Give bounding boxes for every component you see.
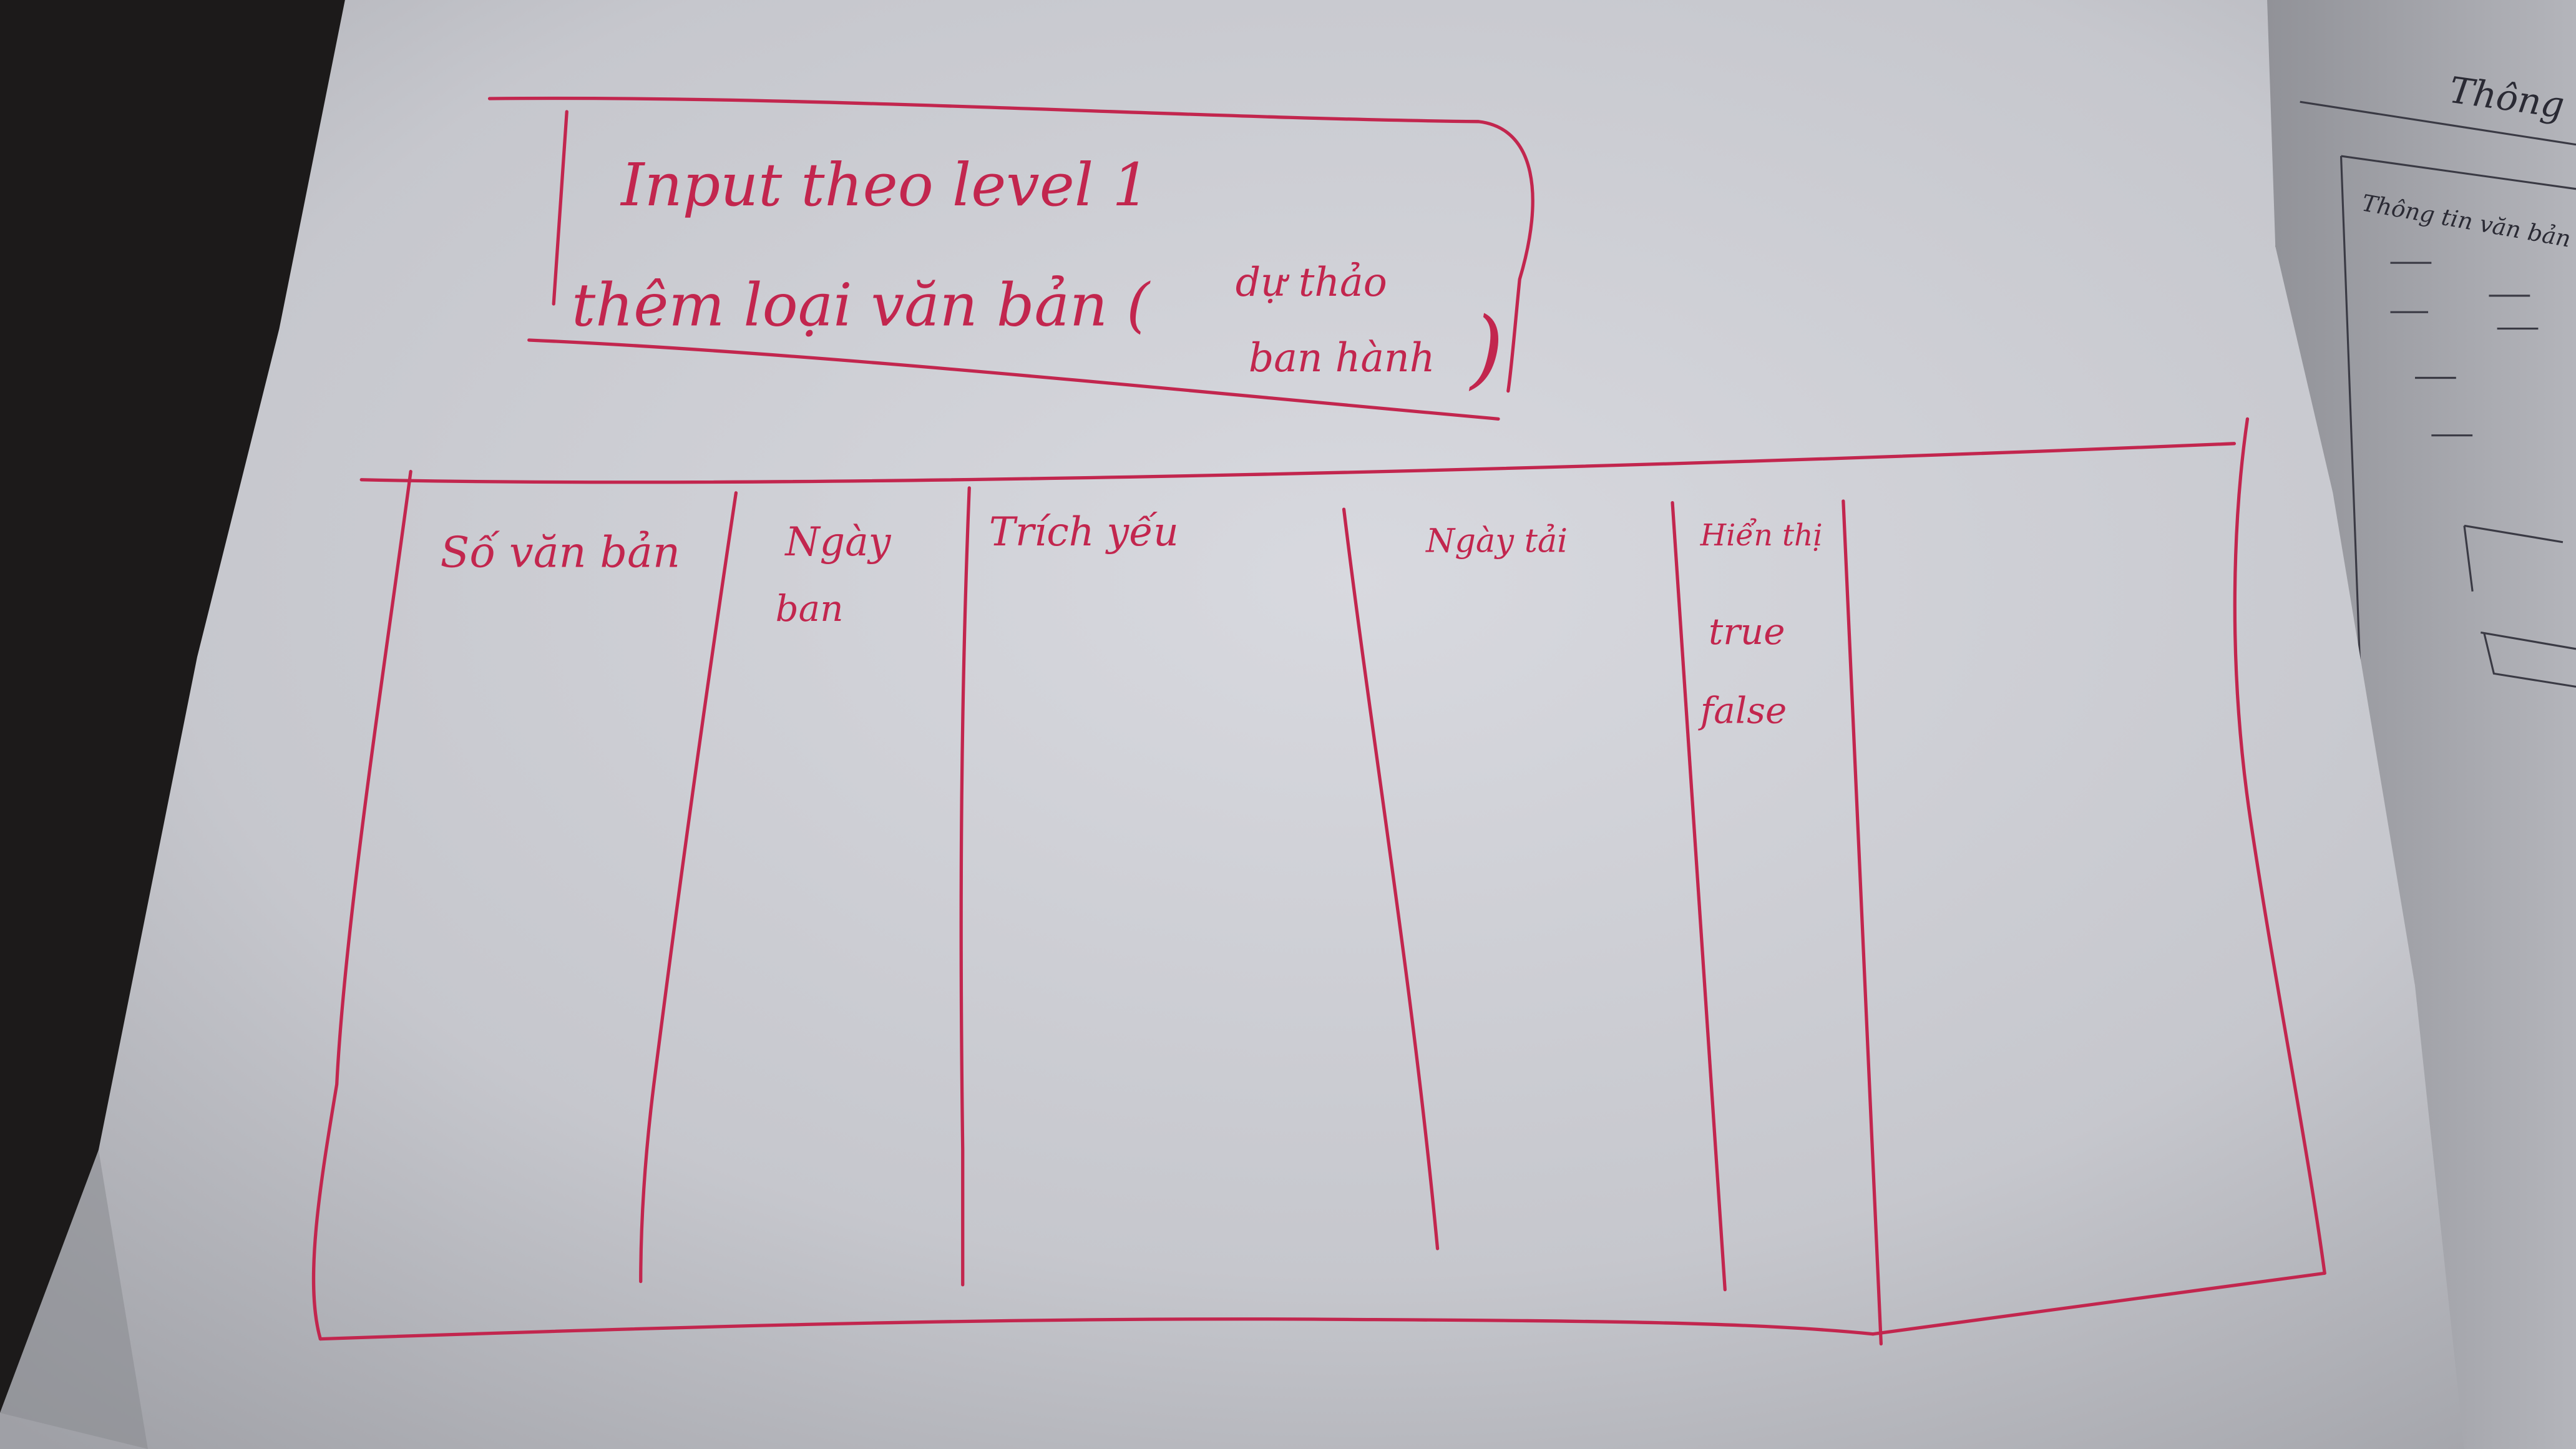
column-header-ngay-line2: ban — [776, 587, 844, 630]
note-line-3: dự thảo — [1236, 259, 1387, 305]
hien-thi-value-true: true — [1709, 610, 1785, 653]
note-box — [487, 96, 1534, 421]
column-header-trich-yeu: Trích yếu — [989, 509, 1179, 555]
main-paper-sheet — [0, 0, 2464, 1449]
hien-thi-value-false: false — [1698, 689, 1787, 731]
table-outline — [311, 417, 2326, 1346]
column-header-ngay-tai: Ngày tải — [1425, 522, 1568, 560]
paper-shadow — [0, 1149, 148, 1449]
column-header-ngay: Ngày — [784, 519, 891, 565]
column-header-hien-thi: Hiển thị — [1700, 519, 1823, 553]
second-paper-sheet — [2250, 0, 2576, 1449]
note-line-1: Input theo level 1 — [620, 151, 1149, 220]
column-header-so-van-ban: Số văn bản — [441, 527, 681, 577]
note-line-2: thêm loại văn bản ( — [572, 271, 1151, 339]
note-close-paren: ) — [1468, 300, 1503, 399]
note-line-4: ban hành — [1249, 334, 1435, 381]
